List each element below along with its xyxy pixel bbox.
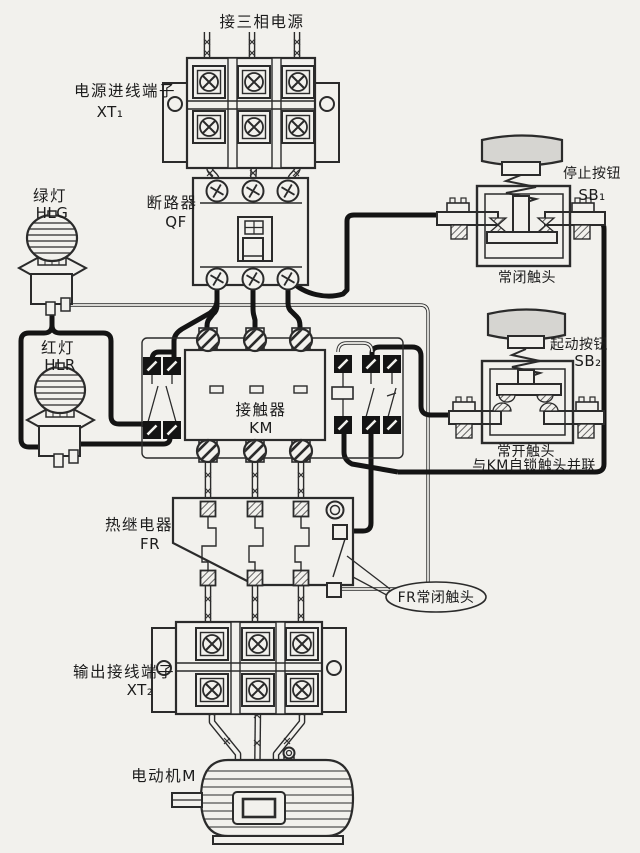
label-hlg-name: 绿灯 [33, 187, 67, 205]
label-xt1-code: XT₁ [97, 103, 124, 121]
xt2-screw [195, 673, 229, 707]
xt1-screw [237, 65, 271, 99]
wire-km-aux-to-fr-contact [345, 429, 374, 534]
sb2-moving-contact-right [536, 394, 554, 403]
xt1-mount-hole-right [319, 96, 335, 112]
sb2-cap [486, 308, 567, 341]
fr-callout-label: FR常闭触头 [398, 590, 475, 606]
stop-button-sb1 [436, 134, 606, 268]
sb1-contact-bridge [486, 231, 558, 244]
label-hlg-code: HLG [36, 204, 69, 222]
sb1-spring [502, 174, 540, 205]
xt2-screw [285, 673, 319, 707]
wire-sb2-to-km-aux [369, 344, 452, 418]
xt2-screw [285, 627, 319, 661]
label-sb2-name: 起动按钮 [550, 337, 608, 353]
wire-qf-to-sb1 [289, 212, 452, 299]
label-hlr-name: 红灯 [41, 339, 75, 357]
sb2-moving-contact-left [498, 394, 516, 403]
km-aux-left [142, 356, 182, 440]
fr-nc-contact [326, 524, 348, 598]
sb2-spring [508, 348, 544, 379]
green-lamp-hlg [19, 211, 86, 315]
xt1-screw [281, 110, 315, 144]
label-sb1-contact: 常闭触头 [498, 270, 556, 286]
sb2-housing [480, 359, 575, 445]
label-sb2-note: 与KM自锁触头并联 [472, 458, 596, 474]
label-sb1-name: 停止按钮 [563, 165, 621, 182]
sb1-cap [480, 134, 564, 167]
circuit-breaker-qf [191, 176, 310, 291]
xt1-screw [237, 110, 271, 144]
xt2-screw [195, 627, 229, 661]
wire-green-lamp-to-red-lamp [18, 301, 55, 450]
km-aux-right [331, 354, 402, 435]
label-motor: 电动机M [131, 767, 197, 785]
label-km-name: 接触器 [235, 401, 286, 419]
xt1-screw [281, 65, 315, 99]
sb2-fixed-contact-left [492, 402, 512, 412]
sb1-terminal-left [436, 211, 499, 226]
xt1-screw [192, 110, 226, 144]
label-fr-name: 热继电器 [105, 516, 173, 534]
km-coil-symbol [331, 386, 354, 400]
contactor-km [141, 326, 404, 470]
label-xt1-name: 电源进线端子 [74, 82, 176, 100]
terminal-block-xt2 [151, 620, 347, 716]
thermal-relay-fr [171, 496, 355, 598]
motor-base [212, 835, 344, 845]
label-sb2-code: SB₂ [574, 352, 601, 370]
start-button-sb2 [448, 308, 605, 445]
diagram-labels: 接三相电源 电源进线端子 XT₁ 断路器 QF 绿灯 HLG 红灯 HLR 接触… [33, 13, 621, 785]
sb2-contact-bridge [496, 383, 562, 396]
wire-qf-km-phase2 [250, 286, 258, 333]
label-km-code: KM [249, 419, 273, 437]
fr-heater-element [248, 516, 264, 572]
motor-m [171, 746, 355, 845]
motor-eyelet [282, 746, 296, 760]
label-sb2-contact: 常开触头 [497, 444, 555, 460]
label-sb1-code: SB₁ [578, 186, 605, 204]
qf-toggle-handle [242, 237, 264, 262]
red-lamp-hlr [27, 363, 94, 467]
wire-km-coil-to-loop [341, 429, 399, 475]
km-base-outline [141, 337, 404, 459]
xt1-mount-hole-left [167, 96, 183, 112]
label-qf-code: QF [165, 213, 186, 231]
terminal-block-xt1 [162, 56, 340, 170]
label-xt2-code: XT₂ [127, 681, 154, 699]
xt2-mount-hole-left [156, 660, 172, 676]
fr-heater-element [294, 516, 310, 572]
label-hlr-code: HLR [44, 356, 76, 374]
fr-contact-callout: FR常闭触头 [346, 555, 487, 613]
xt2-screw [241, 673, 275, 707]
label-xt2-name: 输出接线端子 [73, 663, 175, 681]
wire-qf-km-phase3 [285, 286, 303, 333]
xt2-mount-hole-right [326, 660, 342, 676]
sb1-housing [475, 184, 572, 268]
wire-qf-km-phase1 [204, 286, 220, 333]
xt2-screw [241, 627, 275, 661]
label-supply: 接三相电源 [219, 13, 304, 31]
xt1-screw [192, 65, 226, 99]
sb2-terminal-left [448, 410, 502, 425]
fr-heater-element [201, 516, 217, 572]
label-fr-code: FR [140, 535, 160, 553]
label-qf-name: 断路器 [146, 194, 197, 212]
sb2-fixed-contact-right [539, 402, 559, 412]
